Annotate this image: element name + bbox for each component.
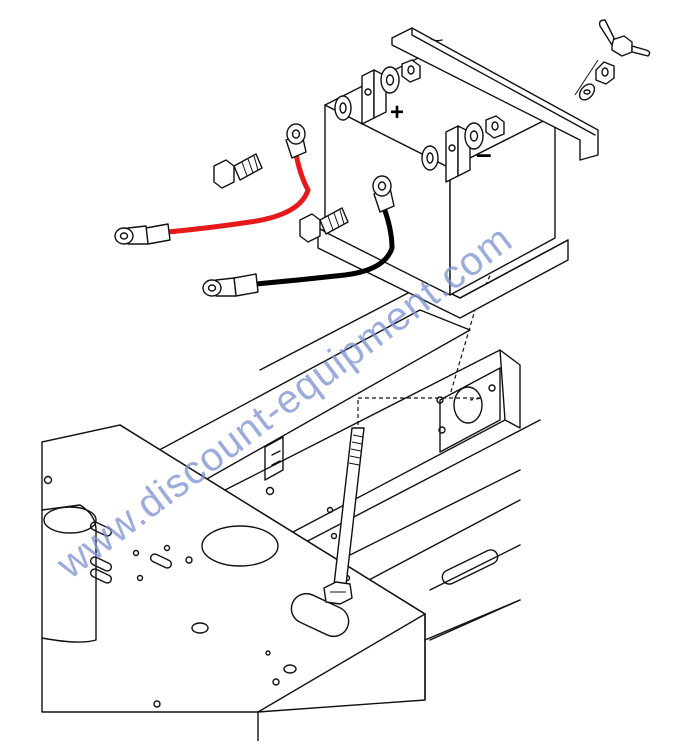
positive-cable [114,123,311,245]
negative-terminal-label: – [476,138,492,169]
positive-terminal [334,59,421,125]
positive-terminal-label: + [390,99,404,126]
negative-terminal [421,115,505,183]
negative-cable [202,175,395,297]
positive-bolt [213,153,263,189]
chassis-frame [41,291,541,742]
wing-nut-hardware [574,19,651,101]
hold-down-bracket [391,27,599,161]
negative-bolt [299,207,349,243]
